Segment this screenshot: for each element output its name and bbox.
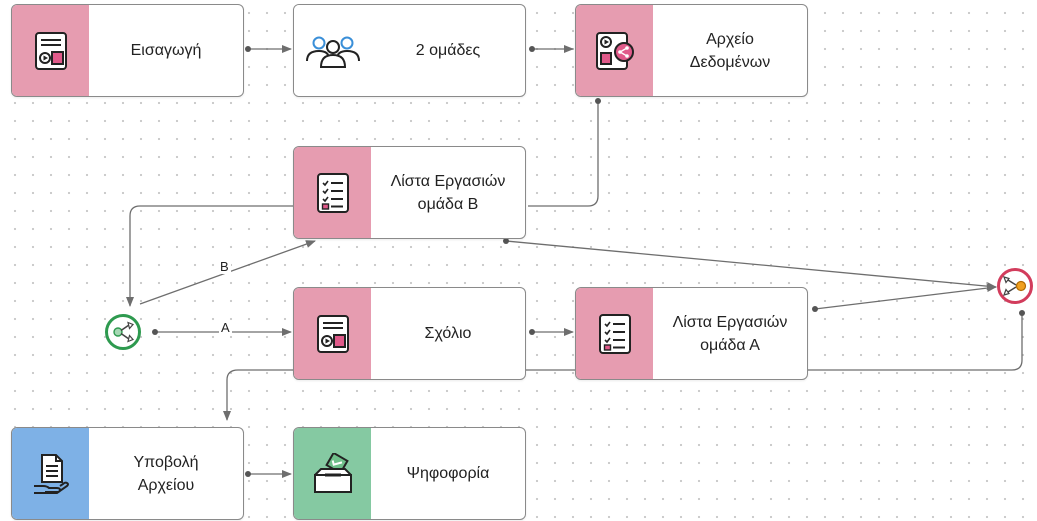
shared-media-file-icon xyxy=(576,5,653,96)
merge-icon xyxy=(1003,276,1027,296)
edge-lista-b-to-merge[interactable] xyxy=(505,240,997,291)
node-label: Λίστα Εργασιών ομάδα Β xyxy=(390,172,506,213)
node-omades[interactable]: 2 ομάδες xyxy=(293,4,526,97)
edge-lista-b-to-split[interactable] xyxy=(126,205,293,307)
node-arxeio-dedomenon[interactable]: Αρχείο Δεδομένων xyxy=(575,4,808,97)
node-label: Σχόλιο xyxy=(424,325,472,342)
edge-arxeio-to-lista-b[interactable] xyxy=(528,101,599,207)
video-presentation-icon xyxy=(12,5,89,96)
edge-label-b: B xyxy=(218,259,231,274)
node-label: Εισαγωγή xyxy=(130,42,202,59)
ballot-box-icon xyxy=(294,428,371,519)
merge-gateway[interactable] xyxy=(997,268,1033,304)
node-label: 2 ομάδες xyxy=(415,42,481,59)
node-label: Υποβολή Αρχείου xyxy=(133,453,199,494)
checklist-icon xyxy=(294,147,371,238)
node-label: Λίστα Εργασιών ομάδα Α xyxy=(672,313,788,354)
edge-label-a: A xyxy=(219,320,232,335)
node-psifoforia[interactable]: Ψηφοφορία xyxy=(293,427,526,520)
node-label: Ψηφοφορία xyxy=(406,465,490,482)
checklist-icon xyxy=(576,288,653,379)
node-label: Αρχείο Δεδομένων xyxy=(689,30,771,71)
split-gateway[interactable] xyxy=(105,314,141,350)
video-presentation-icon xyxy=(294,288,371,379)
edge-lista-a-to-merge[interactable] xyxy=(814,284,997,310)
split-icon xyxy=(113,321,135,343)
node-lista-ergasion-a[interactable]: Λίστα Εργασιών ομάδα Α xyxy=(575,287,808,380)
node-sxolio[interactable]: Σχόλιο xyxy=(293,287,526,380)
document-in-hand-icon xyxy=(12,428,89,519)
node-lista-ergasion-b[interactable]: Λίστα Εργασιών ομάδα Β xyxy=(293,146,526,239)
node-ypovoli-arxeiou[interactable]: Υποβολή Αρχείου xyxy=(11,427,244,520)
groups-icon xyxy=(294,5,371,96)
node-eisagogi[interactable]: Εισαγωγή xyxy=(11,4,244,97)
